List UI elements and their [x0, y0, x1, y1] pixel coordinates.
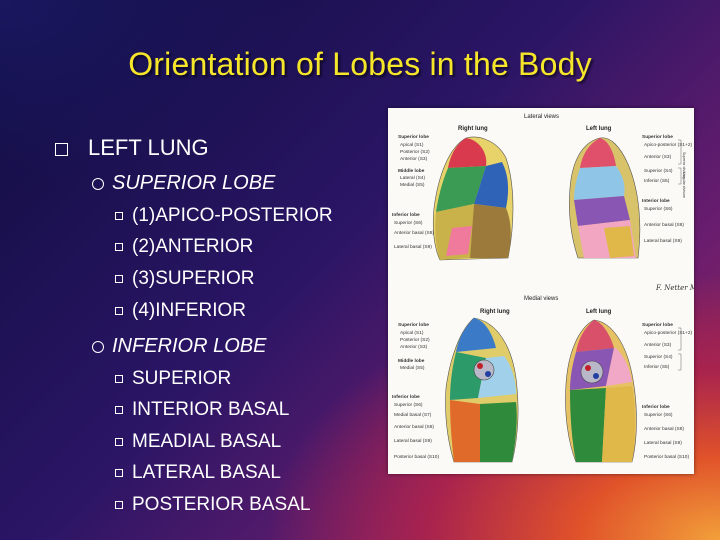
figure-label: Superior (S6): [644, 412, 673, 418]
bullet-small-square-icon: [115, 501, 123, 509]
figure-label: Anterior basal (S8): [644, 222, 684, 228]
right-lung-medial-shape: [445, 317, 519, 463]
list-item: (4)INFERIOR: [132, 300, 246, 321]
left-lung-heading: LEFT LUNG: [88, 135, 209, 160]
medial-views-label: Medial views: [524, 296, 558, 302]
figure-label: Posterior basal (S10): [644, 454, 689, 460]
figure-label: Inferior lobe: [392, 212, 420, 218]
lung-segments-svg: Lateral views Right lung Left lung Media…: [392, 114, 694, 463]
list-item: SUPERIOR: [132, 368, 232, 389]
figure-label: Anterior basal (S8): [644, 426, 684, 432]
bullet-small-square-icon: [115, 375, 123, 383]
figure-label: Posterior basal (S10): [394, 454, 439, 460]
lateral-views-label: Lateral views: [524, 114, 559, 120]
figure-label: Medial (S5): [400, 365, 425, 371]
left-lung-medial-shape: [565, 319, 637, 463]
artist-signature: F. Netter MD: [655, 284, 694, 292]
bullet-small-square-icon: [115, 307, 123, 315]
list-item: LATERAL BASAL: [132, 462, 281, 483]
figure-label: Apico-posterior (S1+2): [644, 330, 693, 336]
bullet-small-square-icon: [115, 275, 123, 283]
figure-label: Inferior (S5): [644, 178, 670, 184]
figure-label: Lateral basal (S9): [394, 438, 432, 444]
list-item: (1)APICO-POSTERIOR: [132, 205, 333, 226]
bullet-small-square-icon: [115, 469, 123, 477]
figure-label: Superior division: [682, 152, 686, 179]
figure-label: Anterior (S3): [644, 154, 672, 160]
left-lung-label: Left lung: [586, 126, 612, 132]
figure-label: Lateral basal (S9): [644, 238, 682, 244]
left-lung-label-medial: Left lung: [586, 309, 612, 315]
figure-label: Lateral basal (S9): [394, 244, 432, 250]
list-item: (2)ANTERIOR: [132, 236, 254, 257]
figure-label: Lateral (S4): [400, 175, 425, 181]
figure-label: Superior lobe: [398, 322, 429, 328]
figure-label: Anterior (S3): [400, 156, 428, 162]
inferior-lobe-label: INFERIOR LOBE: [112, 335, 267, 357]
lung-segments-illustration: Lateral views Right lung Left lung Media…: [388, 108, 694, 474]
figure-label: Superior (S6): [394, 402, 423, 408]
bullet-circle-icon: [92, 341, 104, 353]
bullet-square-icon: [55, 143, 68, 156]
figure-label: Middle lobe: [398, 168, 425, 174]
list-item: INTERIOR BASAL: [132, 399, 290, 420]
bullet-small-square-icon: [115, 243, 123, 251]
figure-label: Superior (S6): [394, 220, 423, 226]
figure-label: Superior lobe: [642, 322, 673, 328]
figure-label: Anterior basal (S8): [394, 424, 434, 430]
figure-label: Apical (S1): [400, 142, 424, 148]
figure-label: Superior (S4): [644, 168, 673, 174]
figure-label: Medial basal (S7): [394, 412, 432, 418]
bullet-circle-icon: [92, 178, 104, 190]
list-item: MEADIAL BASAL: [132, 431, 282, 452]
figure-label: Inferior lobe: [392, 394, 420, 400]
figure-label: Medial (S5): [400, 182, 425, 188]
figure-label: Lingular division: [682, 172, 686, 198]
left-lung-lateral-shape: [568, 137, 641, 259]
figure-label: Anterior (S3): [400, 344, 428, 350]
figure-label: Anterior basal (S8): [394, 230, 434, 236]
figure-label: Posterior (S2): [400, 149, 430, 155]
figure-label: Lateral basal (S9): [644, 440, 682, 446]
list-item: POSTERIOR BASAL: [132, 494, 311, 515]
figure-label: Inferior lobe: [642, 404, 670, 410]
superior-lobe-label: SUPERIOR LOBE: [112, 172, 276, 194]
bullet-small-square-icon: [115, 406, 123, 414]
figure-label: Posterior (S2): [400, 337, 430, 343]
figure-label: Apico-posterior (S1+2): [644, 142, 693, 148]
bullet-small-square-icon: [115, 438, 123, 446]
slide-title: Orientation of Lobes in the Body: [128, 46, 592, 82]
figure-label: Interior lobe: [642, 198, 670, 204]
figure-label: Apical (S1): [400, 330, 424, 336]
list-item: (3)SUPERIOR: [132, 268, 255, 289]
figure-label: Superior (S4): [644, 354, 673, 360]
figure-label: Superior (S6): [644, 206, 673, 212]
figure-label: Superior lobe: [398, 134, 429, 140]
figure-label: Anterior (S3): [644, 342, 672, 348]
right-lung-lateral-shape: [432, 136, 514, 261]
figure-label: Middle lobe: [398, 358, 425, 364]
figure-label: Superior lobe: [642, 134, 673, 140]
bullet-small-square-icon: [115, 212, 123, 220]
right-lung-label-medial: Right lung: [480, 309, 510, 315]
right-lung-label: Right lung: [458, 126, 488, 132]
figure-label: Inferior (S5): [644, 364, 670, 370]
